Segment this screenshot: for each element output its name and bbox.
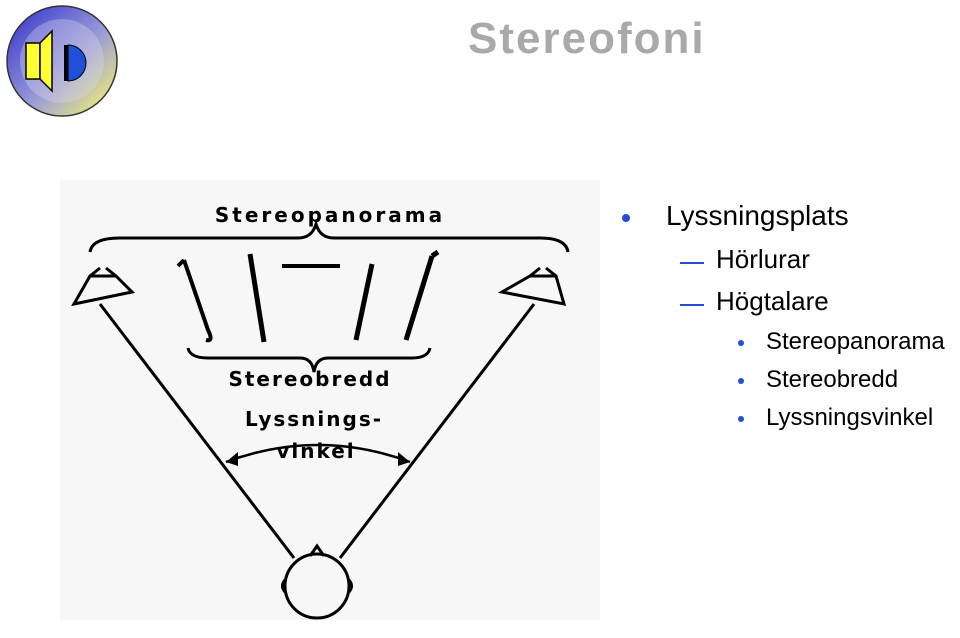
bullet-icon bbox=[738, 378, 744, 384]
bullet-lyssningsplats: Lyssningsplats bbox=[666, 200, 849, 232]
bullet-stereobredd: Stereobredd bbox=[766, 366, 898, 394]
bullet-icon bbox=[738, 340, 744, 346]
label-stereopanorama: Stereopanorama bbox=[215, 203, 445, 227]
label-angle-line1: Lyssnings- bbox=[245, 407, 383, 431]
bullet-lyssningsvinkel: Lyssningsvinkel bbox=[766, 404, 933, 432]
bullet-icon bbox=[738, 416, 744, 422]
label-angle-line2: vinkel bbox=[276, 439, 355, 463]
bullet-stereopanorama: Stereopanorama bbox=[766, 328, 945, 356]
bullet-horlurar: Hörlurar bbox=[716, 244, 810, 275]
stereo-listening-diagram: Stereopanorama Stereobredd Lyssnings- vi… bbox=[60, 180, 600, 620]
dash-icon bbox=[680, 304, 704, 306]
speaker-logo-icon bbox=[4, 3, 120, 119]
page-title: Stereofoni bbox=[468, 14, 706, 64]
dash-icon bbox=[680, 262, 704, 264]
bullet-icon bbox=[622, 214, 630, 222]
label-stereobredd: Stereobredd bbox=[228, 367, 391, 391]
bullet-hogtalare: Högtalare bbox=[716, 286, 829, 317]
